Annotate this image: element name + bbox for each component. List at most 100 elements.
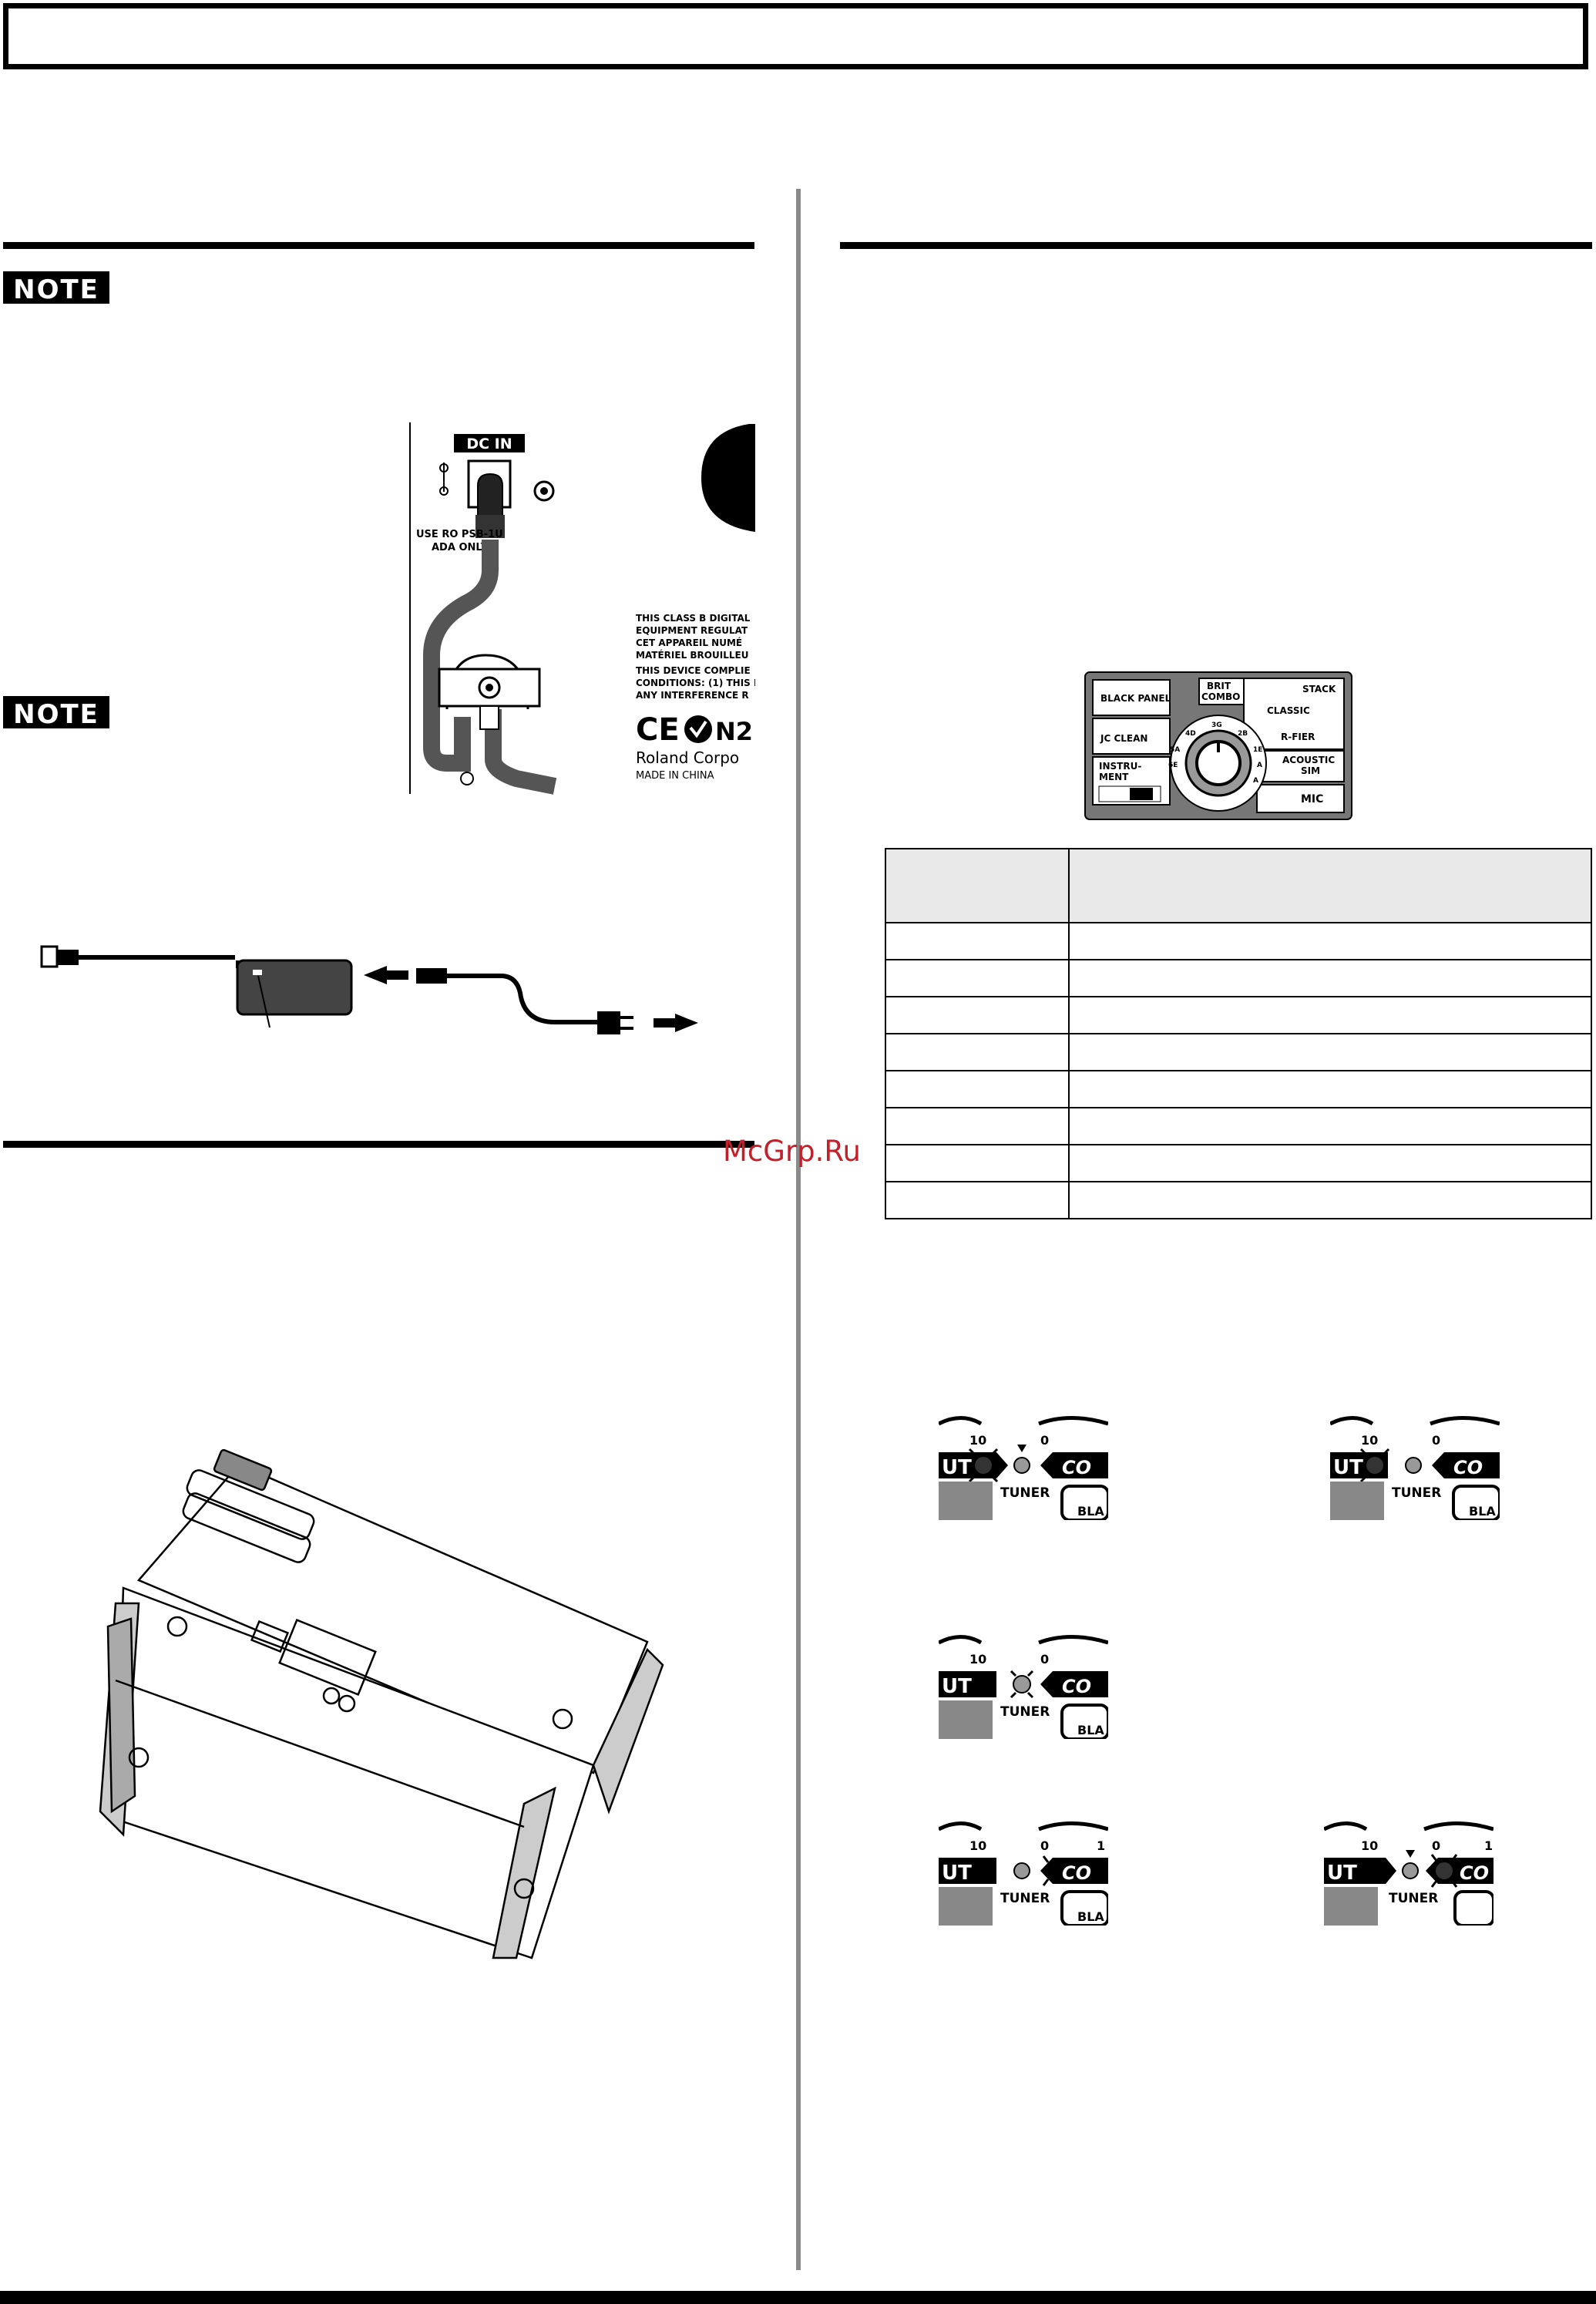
selector-brit-1: BRIT bbox=[1207, 681, 1231, 691]
tuner1-bla: BLA bbox=[1077, 1504, 1104, 1519]
tuner-indicator-5: 10 0 1 UT CO TUNER bbox=[1324, 1818, 1494, 1926]
selector-mic: MIC bbox=[1301, 793, 1323, 806]
column-divider bbox=[796, 189, 801, 2270]
tuner1-ut: UT bbox=[942, 1456, 972, 1479]
table-row bbox=[885, 1181, 1592, 1219]
tuner4-co: CO bbox=[1062, 1862, 1091, 1884]
selector-acoustic-1: ACOUSTIC bbox=[1282, 755, 1335, 765]
table-row bbox=[885, 959, 1592, 997]
table-cell bbox=[885, 922, 1070, 960]
tuner2-ut: UT bbox=[1333, 1456, 1363, 1479]
tuner4-bla: BLA bbox=[1077, 1909, 1104, 1924]
section-rule-right-top bbox=[840, 242, 1592, 249]
made-in-text: MADE IN CHINA bbox=[636, 770, 714, 782]
table-header-row bbox=[885, 848, 1592, 923]
dial-mark-4d: 4D bbox=[1185, 730, 1196, 738]
table-cell bbox=[1068, 996, 1592, 1034]
fcc-line-4: MATÉRIEL BROUILLEU bbox=[636, 649, 748, 661]
table-cell bbox=[1068, 1070, 1592, 1108]
table-cell bbox=[885, 1144, 1070, 1182]
header-frame bbox=[3, 3, 1588, 69]
table-cell bbox=[885, 1033, 1070, 1071]
tuner3-ut: UT bbox=[942, 1675, 972, 1698]
tuner5-1: 1 bbox=[1484, 1838, 1493, 1853]
corp-text: Roland Corpo bbox=[636, 748, 739, 767]
tuner2-0: 0 bbox=[1432, 1433, 1440, 1448]
table-cell bbox=[1068, 848, 1592, 923]
tuner1-0: 0 bbox=[1040, 1433, 1049, 1448]
selector-stack: STACK bbox=[1302, 684, 1336, 695]
tuner5-label: TUNER bbox=[1389, 1891, 1438, 1906]
tuner2-bla: BLA bbox=[1469, 1504, 1496, 1519]
tuner4-1: 1 bbox=[1097, 1838, 1105, 1853]
tuner3-0: 0 bbox=[1040, 1652, 1049, 1667]
tuner4-ut: UT bbox=[942, 1862, 972, 1885]
section-rule-left-top bbox=[3, 242, 754, 249]
table-row bbox=[885, 1144, 1592, 1182]
table-cell bbox=[1068, 922, 1592, 960]
dc-in-label: DC IN bbox=[466, 436, 512, 452]
selector-classic: CLASSIC bbox=[1267, 705, 1310, 716]
section-rule-left-mid bbox=[3, 1141, 754, 1148]
dial-mark-5a: 5A bbox=[1170, 746, 1180, 754]
adapter-text-2: ADA ONLY bbox=[432, 542, 489, 553]
table-row bbox=[885, 1107, 1592, 1145]
table-row bbox=[885, 1033, 1592, 1071]
table-row bbox=[885, 922, 1592, 960]
tuner5-ut: UT bbox=[1327, 1862, 1357, 1885]
dial-mark-3g: 3G bbox=[1211, 721, 1222, 729]
n-mark: N2 bbox=[715, 717, 753, 746]
selector-instrument-1: INSTRU- bbox=[1099, 761, 1141, 772]
tuner-indicator-4: 10 0 1 UT CO TUNER BLA bbox=[939, 1818, 1108, 1926]
tuner4-label: TUNER bbox=[1000, 1891, 1050, 1906]
fcc-line-6: CONDITIONS: (1) THIS I bbox=[636, 678, 755, 688]
fcc-line-7: ANY INTERFERENCE R bbox=[636, 690, 749, 701]
selector-jc-clean: JC CLEAN bbox=[1100, 733, 1147, 744]
fcc-line-5: THIS DEVICE COMPLIE bbox=[636, 665, 751, 676]
tuner5-co: CO bbox=[1460, 1862, 1489, 1884]
tuner1-10: 10 bbox=[969, 1433, 986, 1448]
table-cell bbox=[1068, 1181, 1592, 1219]
tuner3-bla: BLA bbox=[1077, 1723, 1104, 1737]
dial-mark-a2: A bbox=[1253, 777, 1258, 785]
tuner1-co: CO bbox=[1062, 1457, 1091, 1478]
dc-in-panel-illustration: DC IN USE RO PSB-1U ADA ONLY THIS CLASS … bbox=[409, 422, 755, 795]
selector-r-fier: R-FIER bbox=[1281, 732, 1315, 742]
selector-brit-2: COMBO bbox=[1201, 691, 1240, 702]
watermark: McGrp.Ru bbox=[723, 1135, 861, 1168]
tuner4-10: 10 bbox=[969, 1838, 986, 1853]
note-badge-1: NOTE bbox=[3, 271, 109, 305]
table-cell bbox=[1068, 1107, 1592, 1145]
dial-mark-1e: 1E bbox=[1253, 746, 1262, 754]
footer-bar bbox=[0, 2291, 1596, 2304]
tuner1-label: TUNER bbox=[1000, 1485, 1050, 1501]
fcc-line-3: CET APPAREIL NUMÉ bbox=[636, 637, 742, 648]
tuner-indicator-1: 10 0 UT CO TUNER BLA bbox=[939, 1412, 1108, 1520]
tuner-indicator-2: 10 0 UT CO TUNER BLA bbox=[1330, 1412, 1500, 1520]
table-cell bbox=[885, 996, 1070, 1034]
table-cell bbox=[1068, 1144, 1592, 1182]
tuner5-0: 0 bbox=[1432, 1838, 1440, 1853]
table-cell bbox=[885, 1070, 1070, 1108]
table-row bbox=[885, 996, 1592, 1034]
tuner4-0: 0 bbox=[1040, 1838, 1049, 1853]
tuner3-co: CO bbox=[1062, 1676, 1091, 1697]
tuner2-label: TUNER bbox=[1392, 1485, 1441, 1501]
ce-mark: CE bbox=[636, 712, 680, 748]
fcc-line-2: EQUIPMENT REGULAT bbox=[636, 625, 748, 636]
tuner5-10: 10 bbox=[1361, 1838, 1378, 1853]
amp-type-selector-illustration: BLACK PANEL BRIT COMBO STACK CLASSIC JC … bbox=[1084, 671, 1352, 820]
table-cell bbox=[885, 1181, 1070, 1219]
table-cell bbox=[885, 1107, 1070, 1145]
amplifier-battery-illustration bbox=[99, 1449, 664, 1959]
tuner3-10: 10 bbox=[969, 1652, 986, 1667]
selector-instrument-2: MENT bbox=[1099, 772, 1129, 782]
table-cell bbox=[885, 959, 1070, 997]
table-cell bbox=[1068, 959, 1592, 997]
amp-type-table bbox=[885, 848, 1592, 1219]
tuner2-10: 10 bbox=[1361, 1433, 1378, 1448]
table-cell bbox=[1068, 1033, 1592, 1071]
tuner3-label: TUNER bbox=[1000, 1704, 1050, 1720]
table-cell bbox=[885, 848, 1070, 923]
dial-mark-a1: A bbox=[1257, 762, 1262, 769]
